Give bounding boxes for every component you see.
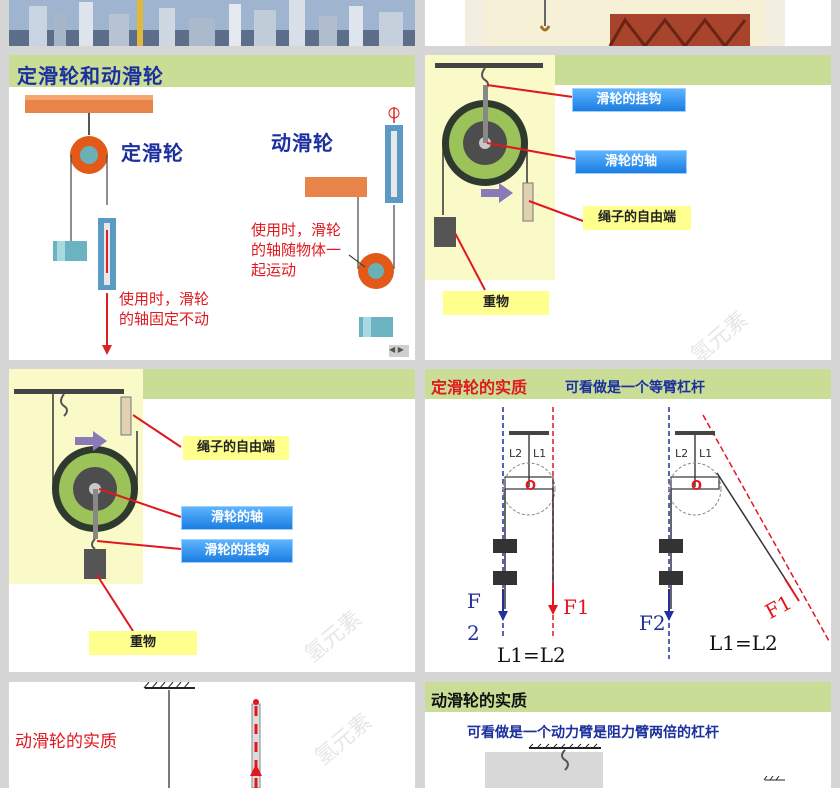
movable-pulley-label: 动滑轮	[271, 131, 334, 155]
header-bar	[143, 369, 415, 399]
slide-title: 定滑轮和动滑轮	[17, 64, 164, 88]
slide-movable-pulley-essence-left: 动滑轮的实质 氢元素	[9, 682, 415, 788]
slide-fixed-pulley-essence: 定滑轮的实质 可看做是一个等臂杠杆 L2 L1 O L2 L1 O	[425, 369, 831, 672]
crane-tower-image	[465, 0, 785, 46]
slide-pulley-parts-bottom: 绳子的自由端 滑轮的轴 滑轮的挂钩 重物 氢元素	[9, 369, 415, 672]
free-end-label: 绳子的自由端	[583, 206, 691, 230]
note-line: 使用时，滑轮	[119, 290, 210, 308]
fixed-pulley-note: 使用时，滑轮 的轴固定不动	[119, 289, 209, 329]
pulley-illustration	[25, 95, 409, 357]
equal-arm-left-label: L1=L2	[497, 643, 566, 667]
slide-title: 动滑轮的实质	[15, 732, 117, 752]
o-right-label: O	[691, 479, 703, 494]
movable-pulley-note: 使用时，滑轮 的轴随物体一 起运动	[251, 220, 341, 280]
top-slide-right	[425, 0, 831, 46]
slide-pulley-parts-top: 滑轮的挂钩 滑轮的轴 绳子的自由端 重物 氢元素	[425, 55, 831, 360]
note-line: 使用时，滑轮	[251, 221, 342, 239]
movable-pulley-diagram	[485, 743, 785, 788]
l1-left-label: L1	[533, 447, 547, 460]
l2-left-label: L2	[509, 447, 523, 460]
pulley-parts-diagram	[434, 63, 584, 291]
slide-movable-pulley-essence-right: 动滑轮的实质 可看做是一个动力臂是阻力臂两倍的杠杆	[425, 682, 831, 788]
weight-label: 重物	[443, 291, 549, 315]
note-line: 起运动	[251, 261, 297, 279]
hook-label: 滑轮的挂钩	[181, 539, 293, 563]
free-end-label: 绳子的自由端	[183, 436, 289, 460]
slide-title: 动滑轮的实质	[431, 691, 528, 710]
city-skyline-image	[9, 0, 415, 46]
movable-pulley-sketch	[143, 682, 262, 788]
f2-left-label: F	[467, 589, 481, 613]
slide-fixed-and-movable-pulley: 定滑轮和动滑轮 定滑轮 动滑轮 使用时，滑轮 的	[9, 55, 415, 360]
f2-left-subscript: 2	[467, 621, 480, 645]
equal-arm-right-label: L1=L2	[709, 631, 778, 655]
hook-label: 滑轮的挂钩	[572, 88, 686, 112]
title-bar	[425, 682, 831, 712]
top-slide-left	[9, 0, 415, 46]
lever-diagram	[493, 407, 830, 659]
title-bar	[425, 369, 831, 399]
o-left-label: O	[525, 479, 537, 494]
axle-label: 滑轮的轴	[181, 506, 293, 530]
slide-title: 定滑轮的实质	[431, 378, 528, 397]
l1-right-label: L1	[699, 447, 713, 460]
fixed-pulley-label: 定滑轮	[121, 141, 184, 165]
note-line: 的轴固定不动	[119, 310, 210, 328]
l2-right-label: L2	[675, 447, 689, 460]
axle-label: 滑轮的轴	[575, 150, 687, 174]
slide-subtitle: 可看做是一个等臂杠杆	[565, 380, 705, 396]
pulley-parts-diagram	[14, 389, 182, 632]
note-line: 的轴随物体一	[251, 241, 342, 259]
nav-arrows-button[interactable]: ◀ ▶	[389, 345, 404, 354]
f2-right-label: F2	[639, 611, 666, 635]
slide-subtitle: 可看做是一个动力臂是阻力臂两倍的杠杆	[467, 725, 719, 741]
title-bar	[9, 55, 415, 87]
weight-label: 重物	[89, 631, 197, 655]
header-bar	[555, 55, 831, 85]
f1-left-label: F1	[563, 595, 590, 619]
